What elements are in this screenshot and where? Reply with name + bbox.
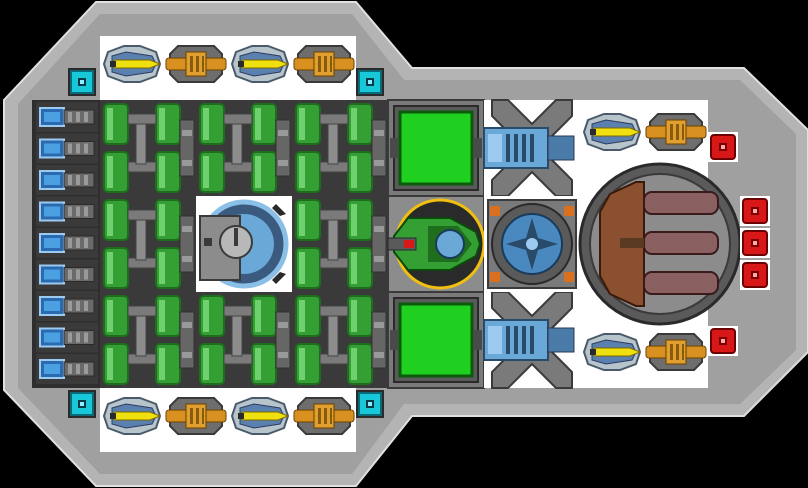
cyan-connector-node-icon[interactable] xyxy=(67,389,97,419)
blue-thruster-icon[interactable] xyxy=(35,321,99,354)
cyan-connector-node-icon[interactable] xyxy=(355,389,385,419)
x-frame-engine-icon[interactable] xyxy=(483,291,581,389)
green-cockpit-icon[interactable] xyxy=(387,195,486,293)
blue-thruster-icon[interactable] xyxy=(35,101,99,133)
yellow-missile-launcher-icon[interactable] xyxy=(579,331,645,373)
green-fuel-tank-icon[interactable] xyxy=(99,291,197,389)
orange-autocannon-icon[interactable] xyxy=(643,111,709,153)
orange-autocannon-icon[interactable] xyxy=(643,331,709,373)
blue-thruster-icon[interactable] xyxy=(35,227,99,259)
yellow-missile-launcher-icon[interactable] xyxy=(579,111,645,153)
shield-generator-icon[interactable] xyxy=(196,196,292,292)
blue-thruster-icon[interactable] xyxy=(35,132,99,165)
green-fuel-tank-icon[interactable] xyxy=(291,291,389,389)
round-reactor-icon[interactable] xyxy=(484,196,580,292)
green-armor-panel-icon[interactable] xyxy=(386,290,486,390)
green-armor-panel-icon[interactable] xyxy=(386,98,486,198)
orange-autocannon-icon[interactable] xyxy=(163,43,229,85)
green-fuel-tank-icon[interactable] xyxy=(99,195,197,293)
red-connector-node-icon[interactable] xyxy=(707,131,739,163)
yellow-missile-launcher-icon[interactable] xyxy=(227,395,293,437)
red-connector-node-icon[interactable] xyxy=(739,195,771,227)
green-fuel-tank-icon[interactable] xyxy=(195,99,293,197)
x-frame-engine-icon[interactable] xyxy=(483,99,581,197)
green-fuel-tank-icon[interactable] xyxy=(291,195,389,293)
thruster-column xyxy=(35,101,99,385)
yellow-missile-launcher-icon[interactable] xyxy=(227,43,293,85)
blue-thruster-icon[interactable] xyxy=(35,164,99,196)
yellow-missile-launcher-icon[interactable] xyxy=(99,395,165,437)
blue-thruster-icon[interactable] xyxy=(35,290,99,322)
green-fuel-tank-icon[interactable] xyxy=(99,99,197,197)
red-connector-node-icon[interactable] xyxy=(739,227,771,259)
triple-barrel-turret-icon[interactable] xyxy=(578,162,742,326)
cyan-connector-node-icon[interactable] xyxy=(67,67,97,97)
green-fuel-tank-icon[interactable] xyxy=(195,291,293,389)
orange-autocannon-icon[interactable] xyxy=(291,43,357,85)
red-connector-node-icon[interactable] xyxy=(739,259,771,291)
orange-autocannon-icon[interactable] xyxy=(163,395,229,437)
blue-thruster-icon[interactable] xyxy=(35,353,99,385)
cyan-connector-node-icon[interactable] xyxy=(355,67,385,97)
orange-autocannon-icon[interactable] xyxy=(291,395,357,437)
red-connector-node-icon[interactable] xyxy=(707,325,739,357)
yellow-missile-launcher-icon[interactable] xyxy=(99,43,165,85)
green-fuel-tank-icon[interactable] xyxy=(291,99,389,197)
blue-thruster-icon[interactable] xyxy=(35,195,99,228)
blue-thruster-icon[interactable] xyxy=(35,258,99,291)
